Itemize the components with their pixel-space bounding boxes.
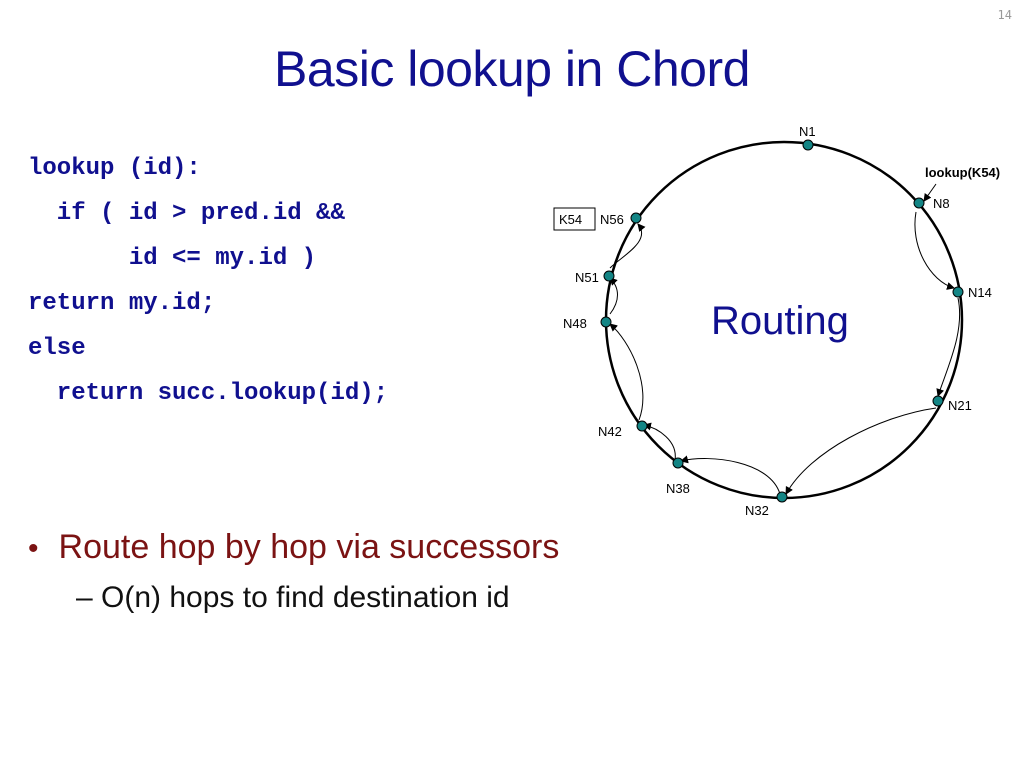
node-n51: [603, 270, 615, 282]
node-dots: [600, 139, 964, 503]
routing-label: Routing: [711, 299, 849, 343]
hop-arrow: [936, 297, 961, 397]
node-n8: [913, 197, 925, 209]
hop-arrow: [609, 277, 618, 315]
node-label-n14: N14: [968, 285, 992, 300]
key-label: K54: [559, 212, 582, 227]
node-n1: [802, 139, 814, 151]
node-labels: N1 N8 N14 N21 N32 N38 N42 N48 N51 N56: [563, 124, 992, 518]
code-line: return succ.lookup(id);: [28, 380, 389, 407]
node-label-n38: N38: [666, 481, 690, 496]
hop-arrow: [785, 407, 937, 495]
code-line: if ( id > pred.id &&: [28, 200, 345, 227]
node-n21: [932, 395, 944, 407]
node-label-n56: N56: [600, 212, 624, 227]
lookup-label: lookup(K54): [925, 165, 1000, 180]
routing-arrows: [609, 211, 961, 495]
bullet-level-2-text: O(n) hops to find destination id: [101, 581, 510, 614]
node-n42: [636, 420, 648, 432]
node-n48: [600, 316, 612, 328]
hop-arrow: [609, 223, 646, 269]
node-label-n48: N48: [563, 316, 587, 331]
code-line: lookup (id):: [28, 155, 201, 182]
hop-arrow: [643, 422, 676, 461]
node-n32: [776, 491, 788, 503]
node-label-n21: N21: [948, 398, 972, 413]
hop-arrow: [609, 323, 644, 421]
pseudocode-block: lookup (id): if ( id > pred.id && id <= …: [28, 150, 388, 420]
hop-arrow: [680, 455, 781, 495]
node-label-n51: N51: [575, 270, 599, 285]
bullet-dot-icon: •: [28, 532, 39, 565]
hop-arrow: [914, 211, 955, 290]
node-label-n8: N8: [933, 196, 950, 211]
code-line: else: [28, 335, 86, 362]
node-label-n32: N32: [745, 503, 769, 518]
node-label-n42: N42: [598, 424, 622, 439]
slide-title: Basic lookup in Chord: [274, 41, 750, 97]
code-line: return my.id;: [28, 290, 216, 317]
node-label-n1: N1: [799, 124, 816, 139]
key-box: [553, 207, 596, 231]
bullet-list: • Route hop by hop via successors – O(n)…: [28, 528, 559, 615]
slide-number: 14: [997, 8, 1012, 22]
lookup-pointer: [923, 183, 937, 202]
node-n38: [672, 457, 684, 469]
node-n56: [630, 212, 642, 224]
bullet-level-2: – O(n) hops to find destination id: [76, 581, 559, 615]
bullet-dash: –: [76, 581, 93, 614]
bullet-level-1: • Route hop by hop via successors: [28, 528, 559, 567]
node-n14: [952, 286, 964, 298]
chord-ring-diagram: lookup(K54) K54 N1 N8 N14 N21 N32 N38 N4…: [553, 124, 1000, 518]
bullet-level-1-text: Route hop by hop via successors: [58, 528, 560, 566]
code-line: id <= my.id ): [28, 245, 317, 272]
